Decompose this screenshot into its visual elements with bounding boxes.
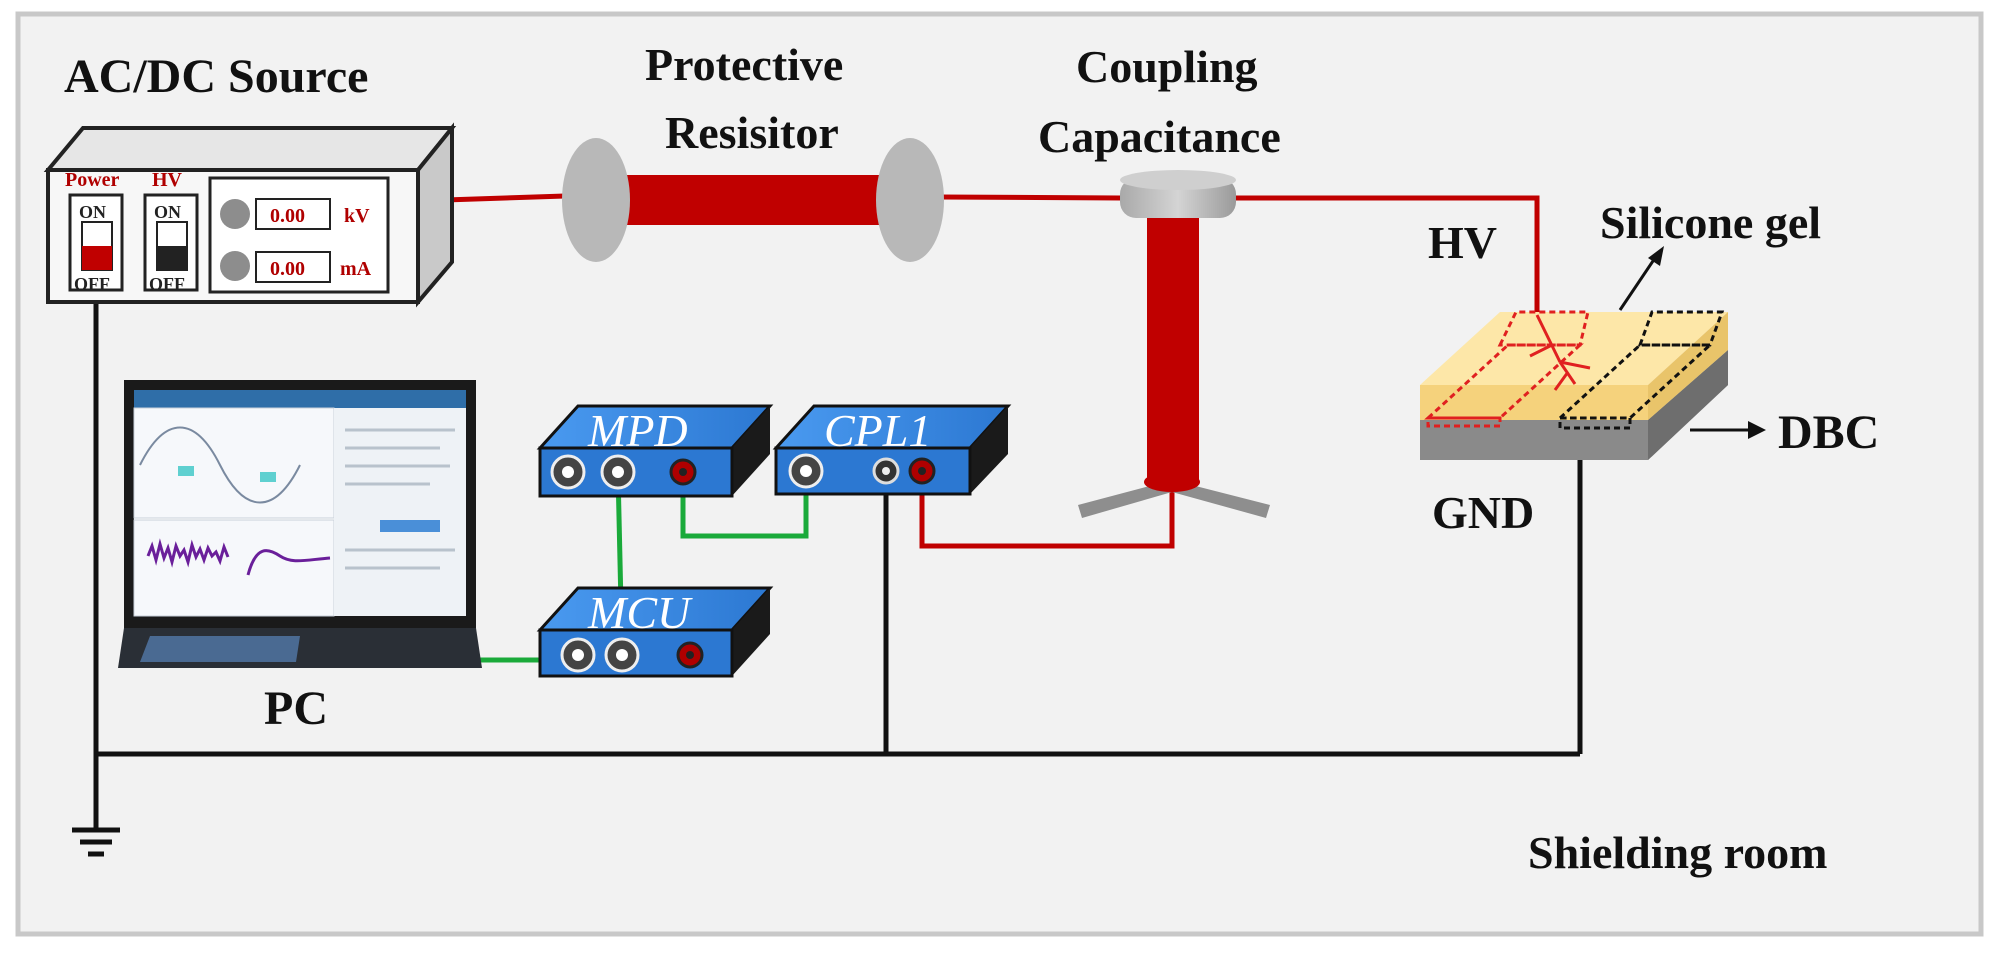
mpd-device [536, 404, 774, 498]
pd-spectrum-left [146, 538, 230, 568]
acdc-source: Power HV ON OFF ON OFF 0.00 kV 0.00 mA [43, 122, 457, 308]
resistor-label-line2: Resisitor [665, 107, 839, 158]
resistor-label-line1: Protective [645, 39, 843, 90]
coupling-capacitance [1078, 170, 1270, 518]
source-label: AC/DC Source [64, 50, 368, 103]
silicone-gel-label: Silicone gel [1600, 197, 1821, 248]
shielding-room-label: Shielding room [1528, 827, 1828, 878]
hv-electrode [1424, 310, 1590, 428]
cpl-label: CPL1 [824, 405, 931, 456]
kv-readout: 0.00 [270, 205, 305, 227]
hv-off-label: OFF [149, 274, 185, 294]
dbc-label: DBC [1778, 406, 1879, 459]
capacitor-label-line1: Coupling [1076, 41, 1258, 92]
ground-symbol [72, 827, 120, 857]
hv-wiring [444, 193, 1540, 549]
electrical-tree [1529, 314, 1591, 391]
sine-waveform [139, 426, 301, 504]
mcu-label: MCU [587, 587, 693, 638]
power-off-label: OFF [74, 274, 110, 294]
kv-unit: kV [344, 205, 370, 227]
ma-unit: mA [340, 258, 372, 280]
pd-spectrum-right [246, 549, 331, 576]
power-on-label: ON [79, 202, 106, 222]
hv-on-label: ON [154, 202, 181, 222]
protective-resistor [562, 138, 944, 262]
annotation-arrows [1618, 246, 1766, 439]
dbc-sample [1420, 312, 1728, 460]
pc-laptop [118, 380, 482, 668]
cpl-device [772, 404, 1012, 496]
kv-knob[interactable] [220, 199, 250, 229]
ground-electrode [1556, 310, 1725, 430]
ma-knob[interactable] [220, 251, 250, 281]
gnd-label: GND [1432, 487, 1534, 538]
pc-label: PC [264, 682, 328, 735]
hv-switch-label: HV [152, 169, 183, 191]
hv-label: HV [1428, 217, 1497, 268]
mpd-label: MPD [587, 405, 688, 456]
mcu-device [536, 586, 774, 678]
power-label: Power [65, 169, 120, 191]
ground-wiring [93, 296, 1583, 828]
capacitor-label-line2: Capacitance [1038, 111, 1281, 162]
ma-readout: 0.00 [270, 258, 305, 280]
